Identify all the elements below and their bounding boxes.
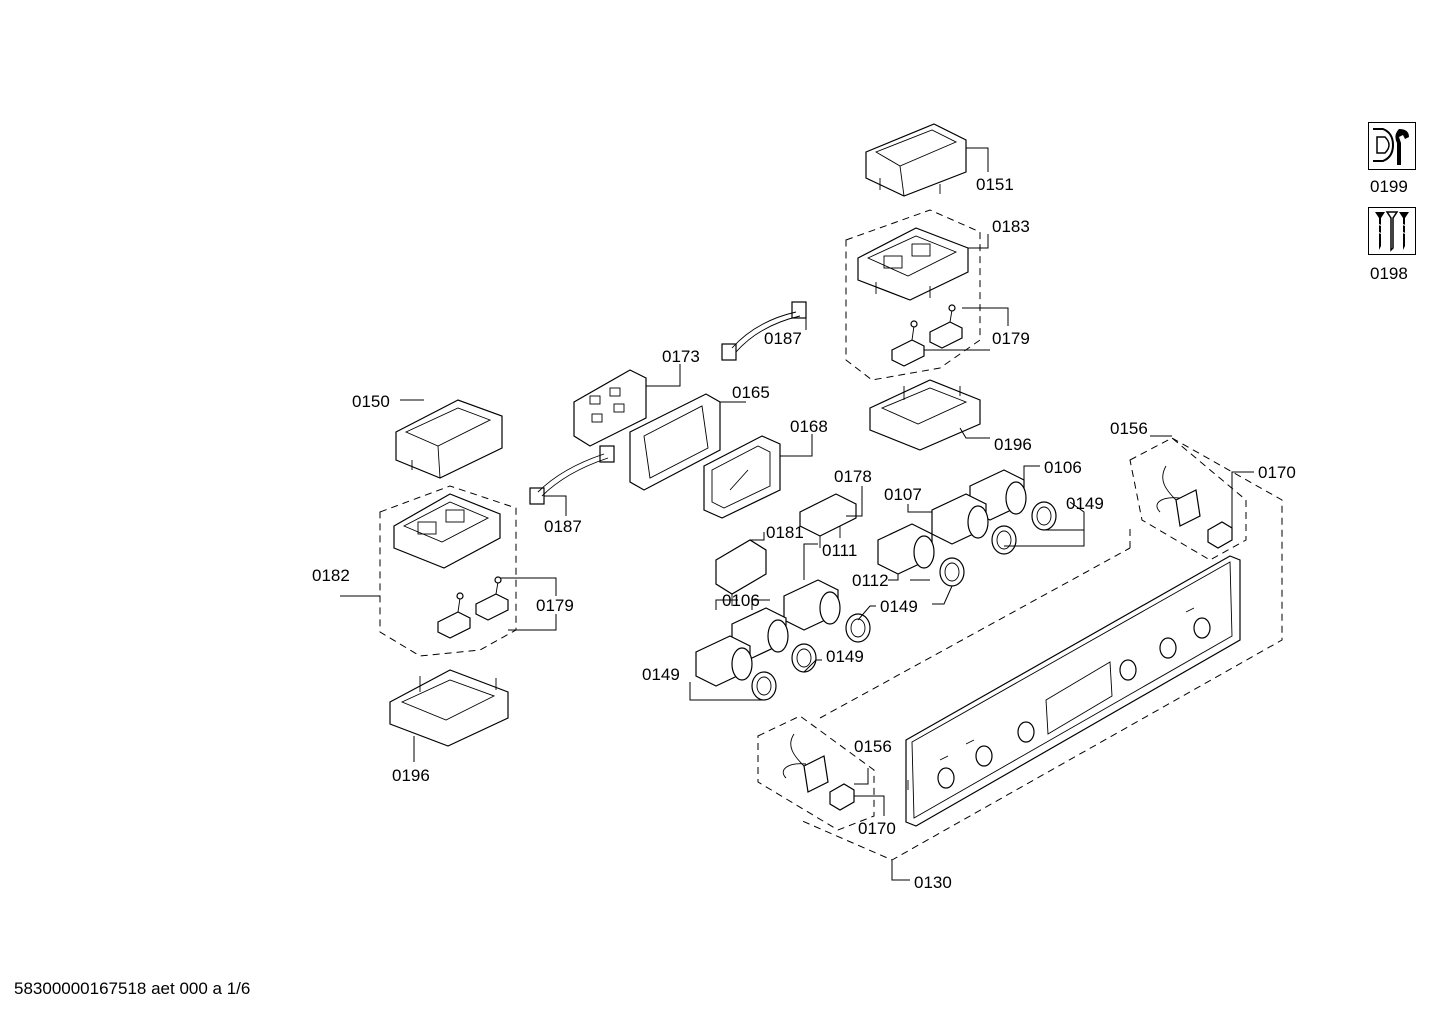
part-0170-connector-bottom	[829, 783, 855, 811]
part-0168-display-window	[703, 435, 781, 519]
label-0173: 0173	[662, 347, 700, 366]
part-0182-module	[393, 493, 501, 569]
group-outline-0156-bottom	[757, 715, 875, 831]
group-outline-0182	[379, 485, 517, 657]
label-0151: 0151	[976, 175, 1014, 194]
part-0170-connector-top	[1207, 521, 1233, 549]
group-outline-0183	[845, 209, 981, 381]
label-0178: 0178	[834, 467, 872, 486]
part-0196-bracket-bottom	[389, 669, 509, 747]
part-0130-control-panel	[905, 555, 1241, 827]
part-0107-knob	[931, 493, 989, 545]
label-0170-bottom: 0170	[858, 819, 896, 838]
label-0182: 0182	[312, 566, 350, 585]
label-0170-top: 0170	[1258, 463, 1296, 482]
label-0149-c: 0149	[826, 647, 864, 666]
part-0179-switches-top	[891, 304, 963, 367]
label-0156-bottom: 0156	[854, 737, 892, 756]
part-0149-ring-d2	[751, 671, 777, 701]
part-0187-harness-left	[529, 445, 615, 505]
label-0179-left: 0179	[536, 596, 574, 615]
part-0149-ring-d1	[791, 643, 817, 673]
part-labels: 0151 0183 0187 0179 0173 0165 0150 0168 …	[312, 175, 1296, 892]
document-id-footer: 58300000167518 aet 000 a 1/6	[14, 979, 251, 998]
leader-lines	[340, 147, 1254, 881]
label-0150: 0150	[352, 392, 390, 411]
label-0107: 0107	[884, 485, 922, 504]
part-0165-frame	[629, 393, 721, 491]
label-0181: 0181	[766, 523, 804, 542]
label-0106-top: 0106	[1044, 458, 1082, 477]
part-0112-knob	[877, 523, 935, 575]
label-0106-bottom: 0106	[722, 591, 760, 610]
wrench-tool-icon	[1368, 122, 1416, 170]
label-0112: 0112	[852, 571, 889, 590]
label-0156-top: 0156	[1110, 419, 1148, 438]
part-0149-ring-a1	[1031, 501, 1057, 531]
part-0149-ring-c	[845, 613, 871, 643]
label-0168: 0168	[790, 417, 828, 436]
part-0173-circuit-board	[573, 369, 647, 447]
part-0111-knob	[783, 579, 841, 631]
part-0183-module	[857, 227, 969, 301]
part-0149-ring-b	[939, 557, 965, 587]
label-0130: 0130	[914, 873, 952, 892]
group-outline-0130	[799, 437, 1283, 861]
part-0156-sensor-bottom	[782, 733, 829, 793]
label-0149-a: 0149	[1066, 494, 1104, 513]
part-0187-harness-top	[721, 301, 807, 361]
label-0198: 0198	[1370, 264, 1408, 283]
label-0183: 0183	[992, 217, 1030, 236]
part-0178-switch	[799, 493, 857, 548]
label-0111: 0111	[822, 541, 857, 560]
label-0187-left: 0187	[544, 517, 582, 536]
part-0196-bracket-top	[869, 379, 981, 451]
part-0179-switches-left	[437, 576, 509, 639]
label-0165: 0165	[732, 383, 770, 402]
screws-icon	[1368, 207, 1416, 255]
label-0196-bottom: 0196	[392, 766, 430, 785]
part-0150-housing	[395, 399, 503, 479]
group-outline-0156-top	[1129, 437, 1247, 561]
label-0149-d: 0149	[642, 665, 680, 684]
label-0199: 0199	[1370, 177, 1408, 196]
label-0187-top: 0187	[764, 329, 802, 348]
part-0151-housing	[865, 123, 967, 197]
label-0149-b: 0149	[880, 597, 918, 616]
label-0179-top: 0179	[992, 329, 1030, 348]
label-0196-top: 0196	[994, 435, 1032, 454]
part-0106-knob-bottom-b	[695, 635, 753, 687]
part-0149-ring-a2	[991, 525, 1017, 555]
part-0156-sensor-top	[1156, 465, 1201, 527]
